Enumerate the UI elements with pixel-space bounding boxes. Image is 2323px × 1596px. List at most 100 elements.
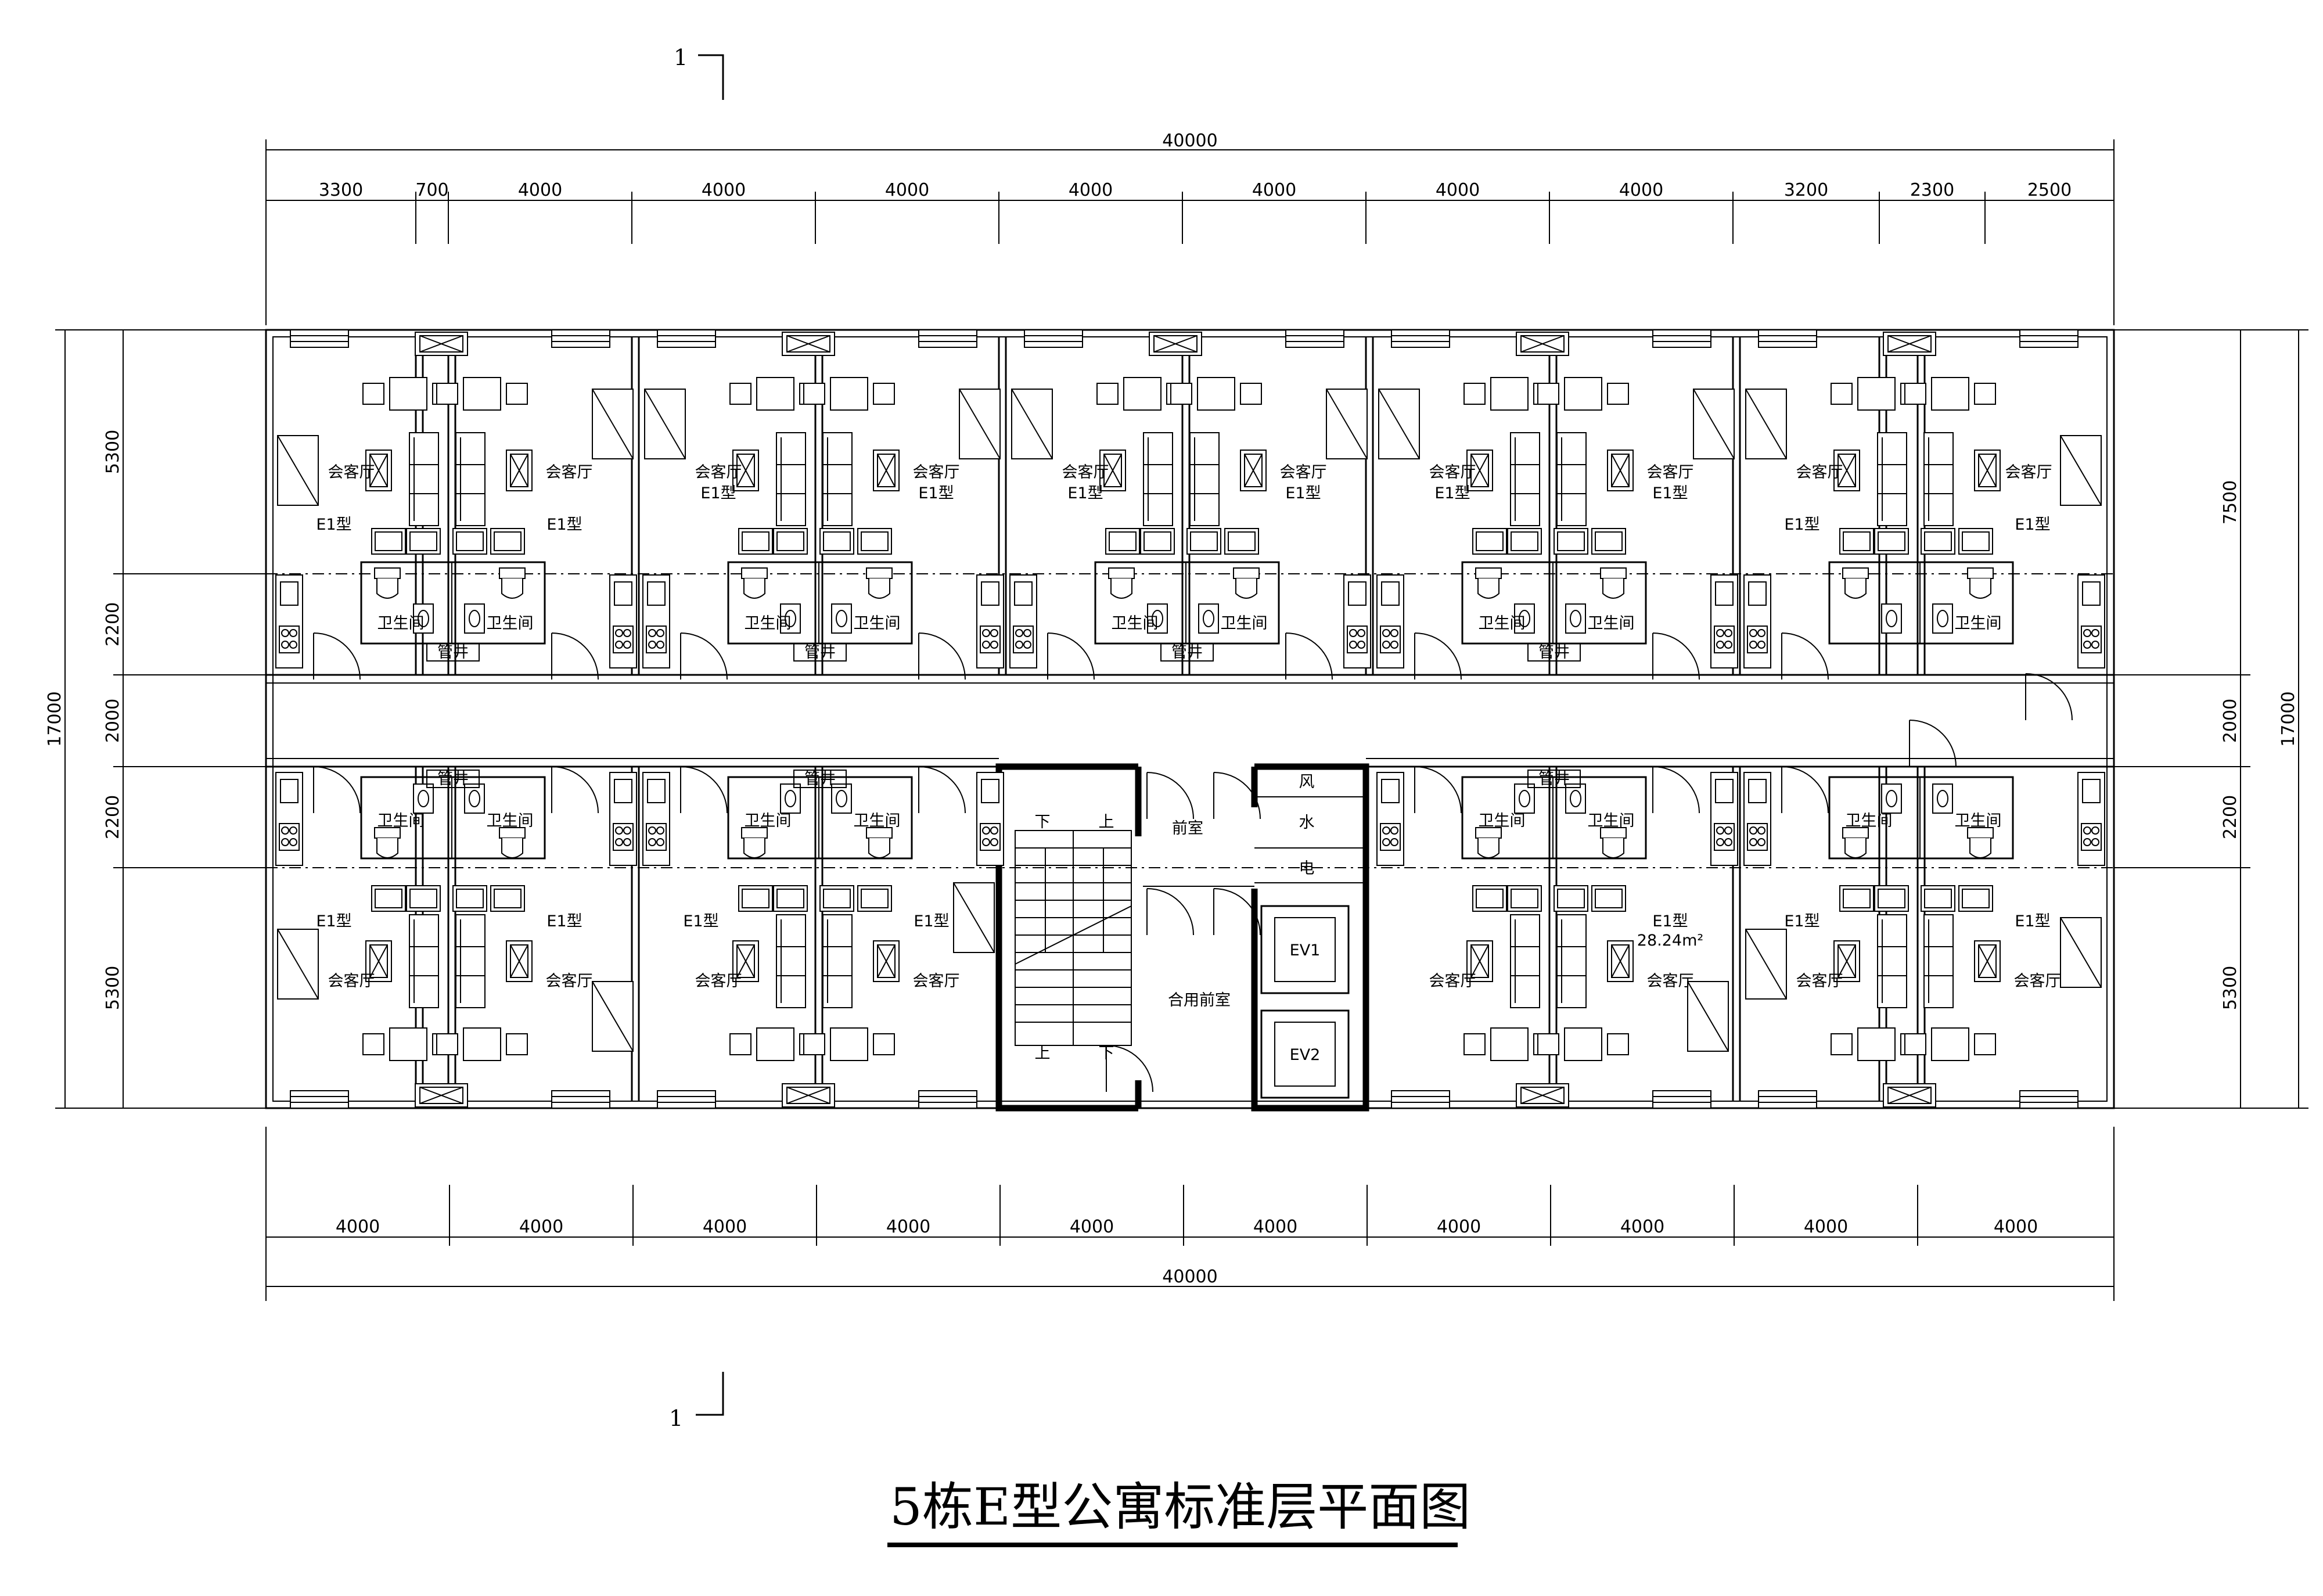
bathroom-label: 卫生间 [1479, 614, 1526, 632]
pipe-shaft-label: 管井 [1538, 770, 1570, 788]
living-room-label: 会客厅 [913, 972, 960, 990]
bathroom-label: 卫生间 [1955, 812, 2002, 830]
unit-type-label: E1型 [316, 516, 351, 534]
bottom-dim: 4000 [886, 1217, 930, 1237]
bottom-dim: 4000 [1994, 1217, 2038, 1237]
ev1-label: EV1 [1290, 941, 1321, 959]
lower-unit-pair: 会客厅 会客厅 E1型 28.24m² 卫生间 卫生间 管井 [1376, 766, 1738, 1109]
upper-unit-pair: 会客厅 会客厅 E1型 E1型 卫生间 卫生间 管井 [275, 329, 637, 680]
unit-type-label: E1型 [683, 912, 718, 930]
bottom-dim: 4000 [336, 1217, 380, 1237]
bottom-dim: 4000 [1253, 1217, 1297, 1237]
unit-type-label: E1型 [1784, 516, 1819, 534]
overall-width-top: 40000 [1162, 131, 1217, 151]
left-dim: 5300 [103, 430, 123, 474]
unit-type-label: E1型 [1652, 484, 1688, 502]
bathroom-label: 卫生间 [1479, 812, 1526, 830]
upper-unit-pair: 会客厅 会客厅 E1型 E1型 卫生间 [1743, 329, 2105, 721]
wind-shaft-label: 风 [1299, 773, 1315, 791]
living-room-label: 会客厅 [695, 463, 742, 481]
bottom-dim: 4000 [1620, 1217, 1664, 1237]
bathroom-label: 卫生间 [377, 614, 425, 632]
water-shaft-label: 水 [1299, 814, 1315, 832]
unit-type-label: E1型 [914, 912, 949, 930]
bathroom-label: 卫生间 [487, 812, 534, 830]
living-room-label: 会客厅 [328, 463, 375, 481]
pipe-shaft-label: 管井 [804, 644, 836, 662]
living-room-label: 会客厅 [1796, 463, 1843, 481]
living-room-label: 会客厅 [1647, 972, 1694, 990]
bathroom-label: 卫生间 [1112, 614, 1159, 632]
stair-down-label: 下 [1035, 813, 1051, 831]
section-mark-label: 1 [669, 1406, 683, 1431]
pipe-shaft-label: 管井 [1538, 644, 1570, 662]
unit-area-label: 28.24m² [1637, 932, 1703, 950]
unit-type-label: E1型 [546, 912, 582, 930]
bathroom-label: 卫生间 [1588, 614, 1635, 632]
living-room-label: 会客厅 [546, 972, 593, 990]
bathroom-label: 卫生间 [745, 812, 792, 830]
top-dim: 3300 [319, 180, 363, 200]
unit-type-label: E1型 [1652, 912, 1688, 930]
top-dim: 4000 [702, 180, 746, 200]
living-room-label: 会客厅 [1062, 463, 1109, 481]
upper-unit-pair: 会客厅 会客厅 E1型 E1型 卫生间 卫生间 管井 [642, 329, 1004, 680]
right-total: 17000 [2278, 691, 2299, 746]
living-room-label: 会客厅 [546, 463, 593, 481]
bottom-dim: 4000 [1437, 1217, 1481, 1237]
bathroom-label: 卫生间 [745, 614, 792, 632]
top-dim: 4000 [885, 180, 929, 200]
stair-up-label: 上 [1099, 813, 1114, 831]
unit-type-label: E1型 [1067, 484, 1103, 502]
left-dim: 2200 [103, 795, 123, 839]
dimension-texts: 40000 40000 3300 700 4000 4000 4000 4000… [45, 131, 2299, 1287]
left-dim: 2200 [103, 602, 123, 646]
unit-type-label: E1型 [2015, 912, 2050, 930]
elec-shaft-label: 电 [1299, 860, 1315, 878]
unit-type-label: E1型 [1434, 484, 1470, 502]
section-mark-top: 1 [674, 45, 724, 100]
bathroom-label: 卫生间 [1588, 812, 1635, 830]
overall-width-bottom: 40000 [1162, 1267, 1217, 1287]
bathroom-label: 卫生间 [854, 812, 901, 830]
bathroom-label: 卫生间 [1955, 614, 2002, 632]
top-dim: 2500 [2027, 180, 2072, 200]
unit-type-label: E1型 [2015, 516, 2050, 534]
section-mark-label: 1 [674, 45, 688, 70]
top-dim: 700 [415, 180, 448, 200]
top-dim: 4000 [1436, 180, 1480, 200]
bathroom-label: 卫生间 [1846, 812, 1893, 830]
pipe-shaft-label: 管井 [804, 770, 836, 788]
lower-unit-pair: 会客厅 会客厅 E1型 E1型 卫生间 卫生间 [1743, 720, 2105, 1109]
top-dim: 4000 [1069, 180, 1113, 200]
dimension-lines [55, 139, 2308, 1301]
living-room-label: 会客厅 [1280, 463, 1327, 481]
unit-type-label: E1型 [546, 516, 582, 534]
living-room-label: 会客厅 [913, 463, 960, 481]
right-dim: 7500 [2220, 480, 2241, 524]
upper-unit-pair: 会客厅 会客厅 E1型 E1型 卫生间 卫生间 管井 [1376, 329, 1738, 680]
living-room-label: 会客厅 [1647, 463, 1694, 481]
ev2-label: EV2 [1290, 1046, 1321, 1064]
right-dim: 5300 [2220, 966, 2241, 1010]
top-dim: 4000 [1252, 180, 1296, 200]
left-total: 17000 [45, 691, 65, 746]
lower-unit-pair: 会客厅 会客厅 E1型 E1型 卫生间 卫生间 管井 [642, 766, 1004, 1109]
section-mark-bottom: 1 [669, 1372, 724, 1431]
right-dim: 2200 [2220, 795, 2241, 839]
bottom-dim: 4000 [703, 1217, 747, 1237]
lower-unit-pair: 会客厅 会客厅 E1型 E1型 卫生间 卫生间 管井 [275, 766, 637, 1109]
drawing-title: 5栋E型公寓标准层平面图 [890, 1477, 1470, 1537]
pipe-shaft-label: 管井 [437, 644, 469, 662]
living-room-label: 会客厅 [2014, 972, 2061, 990]
living-room-label: 会客厅 [328, 972, 375, 990]
top-dim: 4000 [1619, 180, 1663, 200]
left-dim: 5300 [103, 966, 123, 1010]
left-dim: 2000 [103, 699, 123, 743]
upper-unit-pair: 会客厅 会客厅 E1型 E1型 卫生间 卫生间 管井 [1009, 329, 1371, 680]
bathroom-label: 卫生间 [377, 812, 425, 830]
living-room-label: 会客厅 [695, 972, 742, 990]
bathroom-label: 卫生间 [1221, 614, 1268, 632]
top-dim: 2300 [1910, 180, 1954, 200]
